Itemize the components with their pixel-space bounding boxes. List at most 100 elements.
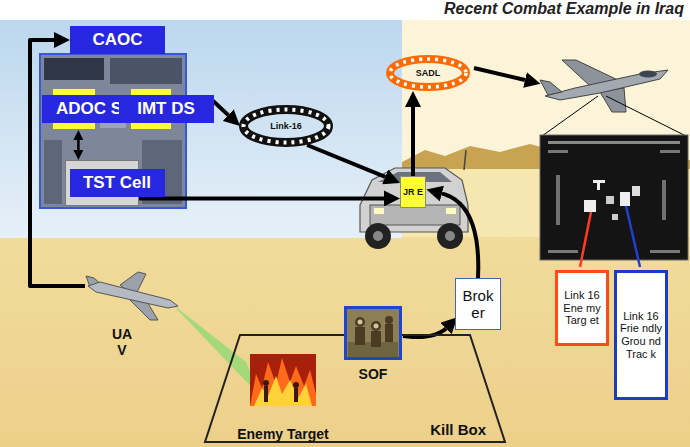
arrow-connector [442, 194, 478, 278]
ring-links [390, 59, 466, 87]
datalink-ring: Link-16 [238, 104, 334, 148]
arrow-connector [139, 196, 384, 200]
node-label: Link 16 Frie ndly Grou nd Trac k [619, 310, 663, 361]
ring-links [244, 110, 329, 143]
node-label: JR E [403, 187, 423, 197]
node-label: Kill Box [430, 421, 486, 438]
sensor-cone [172, 304, 262, 398]
node-label: SADL [416, 68, 441, 78]
track-callout: Link 16 Ene my Targ et [555, 270, 609, 346]
drawing-part [44, 58, 104, 80]
drawing-part [263, 380, 269, 386]
uav-picture [86, 272, 178, 320]
drawing-part [597, 180, 600, 190]
drawing-part [263, 380, 299, 402]
sadl-to-jet-arrow [474, 68, 525, 80]
arrow-connector [77, 140, 80, 150]
drawing-part [371, 331, 381, 347]
drawing-part [548, 250, 578, 253]
label-holder: Kill Box [430, 421, 486, 438]
node-label: UA V [107, 326, 137, 358]
drawing-part [548, 141, 680, 144]
drawing-part [374, 324, 379, 329]
node-label: Link 16 Ene my Targ et [560, 289, 604, 327]
broker-box: Brok er [455, 278, 501, 330]
drawing-part [250, 358, 316, 406]
drawing-part [620, 192, 630, 206]
sky-panel [0, 20, 402, 238]
node-label: TST Cell [70, 169, 165, 197]
node-label: Brok er [458, 287, 498, 322]
drawing-part [374, 208, 384, 214]
cell-box: TST Cell [65, 160, 139, 206]
leader-line [626, 206, 640, 267]
drawing-part [556, 175, 560, 225]
jet-picture [540, 60, 668, 112]
drawing-part [346, 308, 401, 359]
drawing-part [365, 223, 391, 249]
uav-node: UA V [85, 272, 180, 358]
drawing-part [250, 354, 316, 406]
sof-node: SOF [343, 306, 403, 382]
node-label: Link-16 [270, 121, 302, 131]
ring-band [244, 110, 329, 143]
drawing-part [40, 54, 186, 208]
kill-box: Kill Box SOF Enemy Target [200, 300, 510, 445]
target-node: Enemy Target [238, 354, 328, 442]
view-line [606, 96, 686, 136]
drawing-part [358, 320, 363, 325]
drawing-part [294, 388, 298, 402]
diagram-title: Recent Combat Example in Iraq [444, 0, 684, 18]
drawing-part [355, 327, 365, 345]
track-callout: Link 16 Frie ndly Grou nd Trac k [614, 270, 668, 400]
drawing-part [650, 250, 680, 253]
drawing-part [612, 214, 618, 220]
radar-display [540, 135, 688, 260]
title-holder: Recent Combat Example in Iraq [444, 0, 684, 18]
drawing-part [606, 196, 614, 204]
drawing-part [44, 140, 62, 204]
trapezoid [205, 335, 505, 442]
troops-picture [344, 306, 402, 360]
system-box: IMT DS [130, 88, 172, 130]
drawing-part [371, 321, 381, 331]
drawing-part [632, 186, 640, 196]
drawing-part [373, 231, 383, 241]
drawing-part [545, 70, 668, 100]
drawing-part [464, 150, 466, 170]
command-center: CAOC ADOC S IMT DS TST Cell [40, 26, 186, 208]
desert-ground [0, 20, 690, 447]
drawing-part [88, 282, 178, 308]
node-label: IMT DS [119, 95, 214, 123]
drawing-part [445, 231, 455, 241]
drawing-part [355, 316, 393, 347]
drawing-part [437, 223, 463, 249]
drawing-part [548, 150, 568, 153]
drawing-part [370, 205, 460, 225]
drawing-part [639, 71, 657, 78]
radio-box: JR E [400, 176, 426, 208]
drawing-part [540, 80, 562, 95]
drawing-part [385, 316, 393, 324]
drawing-part [110, 58, 182, 84]
node-label: SOF [359, 366, 388, 382]
node-label: CAOC [70, 26, 165, 54]
drawing-part [254, 376, 312, 406]
drawing-part [446, 208, 456, 214]
drawing-part [662, 180, 666, 220]
view-line [542, 96, 598, 136]
node-label: Enemy Target [237, 427, 329, 442]
fire-picture [250, 354, 316, 406]
drawing-part [385, 324, 393, 342]
leader-line [580, 212, 591, 267]
ring-band [390, 59, 466, 87]
caoc-photo [40, 54, 186, 208]
drawing-part [264, 386, 268, 402]
system-box: ADOC S [52, 88, 96, 130]
arrow-connector [307, 145, 385, 177]
drawing-part [584, 200, 596, 212]
